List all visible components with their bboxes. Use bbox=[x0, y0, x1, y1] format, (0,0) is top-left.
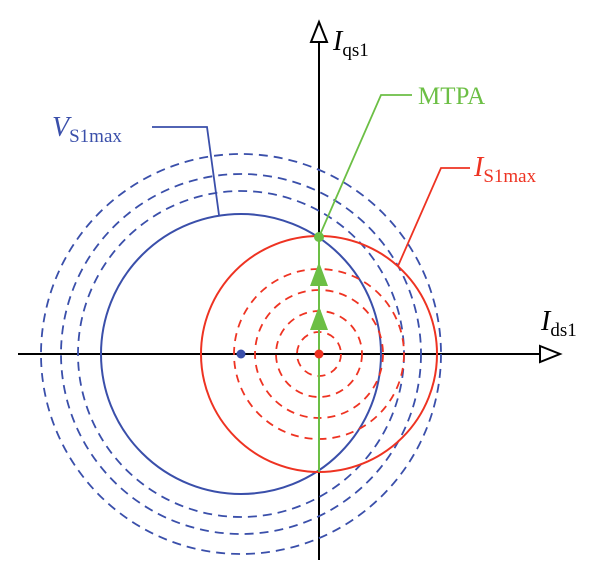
voltage-limit-label: VS1max bbox=[52, 112, 122, 147]
mtpa-direction-arrow-upper bbox=[310, 262, 328, 286]
mtpa-direction-arrow-lower bbox=[310, 306, 328, 330]
q-axis-label: Iqs1 bbox=[332, 26, 369, 61]
mtpa-label: MTPA bbox=[418, 83, 485, 110]
voltage-ellipse-center-point bbox=[236, 349, 246, 359]
origin-point bbox=[314, 349, 324, 359]
d-axis-label: Ids1 bbox=[540, 306, 577, 341]
voltage-limit-circle-outer-2 bbox=[60, 173, 422, 535]
d-axis-arrowhead bbox=[539, 344, 563, 364]
mtpa-leader-line bbox=[318, 94, 412, 238]
voltage-limit-leader-line bbox=[152, 126, 220, 216]
voltage-limit-circle-solid bbox=[100, 213, 382, 495]
voltage-limit-circle-outer-3 bbox=[40, 153, 442, 555]
current-limit-leader-line bbox=[397, 167, 470, 267]
q-axis-arrowhead bbox=[309, 19, 329, 43]
current-limit-label: IS1max bbox=[473, 152, 537, 187]
